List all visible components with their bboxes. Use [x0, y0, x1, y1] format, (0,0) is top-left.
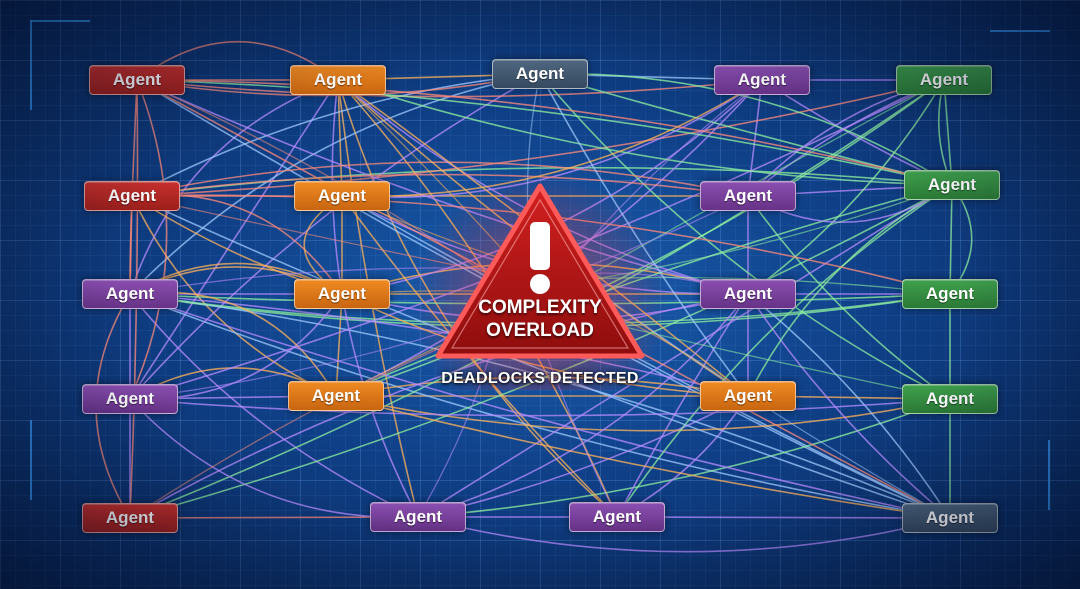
agent-node-14[interactable]: Agent: [82, 384, 178, 414]
agent-node-11[interactable]: Agent: [294, 279, 390, 309]
deadlock-status-text: DEADLOCKS DETECTED: [441, 370, 639, 387]
agent-node-17[interactable]: Agent: [902, 384, 998, 414]
exclamation-dot: [530, 274, 550, 294]
agent-node-3[interactable]: Agent: [492, 59, 588, 89]
agent-node-21[interactable]: Agent: [902, 503, 998, 533]
agent-node-1[interactable]: Agent: [89, 65, 185, 95]
agent-node-19[interactable]: Agent: [370, 502, 466, 532]
agent-node-10[interactable]: Agent: [82, 279, 178, 309]
agent-node-16[interactable]: Agent: [700, 381, 796, 411]
connection-link: [417, 515, 951, 553]
agent-node-12[interactable]: Agent: [700, 279, 796, 309]
agent-node-8[interactable]: Agent: [700, 181, 796, 211]
agent-node-4[interactable]: Agent: [714, 65, 810, 95]
connection-link: [616, 512, 951, 523]
connection-link: [127, 79, 138, 197]
exclamation-bar: [530, 222, 550, 270]
agent-node-9[interactable]: Agent: [904, 170, 1000, 200]
agent-node-6[interactable]: Agent: [84, 181, 180, 211]
warning-title: COMPLEXITY OVERLOAD: [430, 296, 650, 342]
warning-title-line-1: COMPLEXITY: [478, 297, 602, 318]
agent-node-2[interactable]: Agent: [290, 65, 386, 95]
agent-node-20[interactable]: Agent: [569, 502, 665, 532]
connection-link: [945, 184, 955, 295]
connection-link: [949, 184, 973, 295]
agent-node-7[interactable]: Agent: [294, 181, 390, 211]
agent-node-5[interactable]: Agent: [896, 65, 992, 95]
agent-node-13[interactable]: Agent: [902, 279, 998, 309]
agent-node-15[interactable]: Agent: [288, 381, 384, 411]
connection-link: [129, 394, 951, 417]
agent-node-18[interactable]: Agent: [82, 503, 178, 533]
warning-title-line-2: OVERLOAD: [486, 320, 594, 341]
